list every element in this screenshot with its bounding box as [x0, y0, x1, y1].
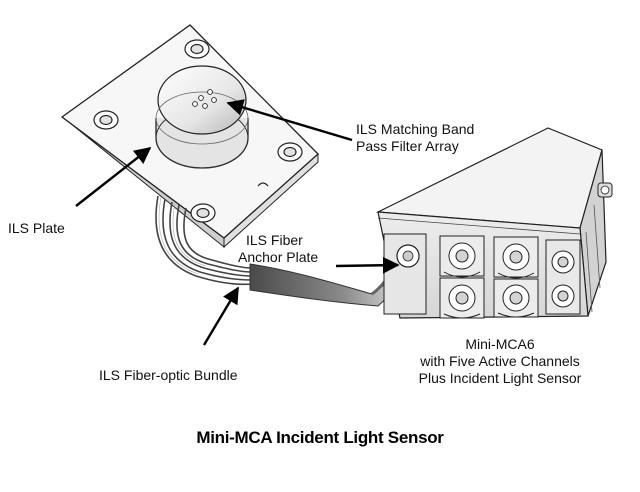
lens-modules	[439, 235, 581, 319]
anchor-plate	[383, 233, 427, 315]
filter-array-label-line1: ILS Matching Band	[356, 121, 475, 137]
arrow-ils-plate	[75, 146, 152, 207]
fiber-anchor-label: ILS Fiber Anchor Plate	[238, 232, 318, 266]
figure-caption: Mini-MCA Incident Light Sensor	[196, 428, 444, 447]
fiber-anchor-label-line2: Anchor Plate	[238, 249, 319, 265]
arrow-fiber-anchor	[335, 256, 400, 274]
mini-mca-label-line1: Mini-MCA6	[465, 336, 535, 352]
filter-array-label: ILS Matching Band Pass Filter Array	[356, 121, 474, 155]
arrow-fiber-bundle	[202, 286, 240, 346]
ils-plate-label: ILS Plate	[8, 220, 65, 236]
ils-plate-device	[60, 24, 319, 249]
pointer-arrows	[75, 99, 400, 346]
filter-array-label-line2: Pass Filter Array	[356, 138, 459, 154]
filter-dots	[192, 89, 217, 109]
fiber-bundle-label: ILS Fiber-optic Bundle	[99, 367, 238, 383]
mini-mca-label: Mini-MCA6 with Five Active Channels Plus…	[390, 336, 610, 387]
arrow-filter-array	[226, 99, 353, 142]
mini-mca-label-line2: with Five Active Channels	[420, 353, 580, 369]
mini-mca-label-line3: Plus Incident Light Sensor	[418, 370, 582, 386]
filter-array-housing	[155, 65, 249, 169]
connector-knob	[597, 182, 613, 198]
fiber-anchor-label-line1: ILS Fiber	[246, 232, 303, 248]
mini-mca6-camera	[375, 127, 613, 319]
mounting-holes	[93, 39, 303, 223]
